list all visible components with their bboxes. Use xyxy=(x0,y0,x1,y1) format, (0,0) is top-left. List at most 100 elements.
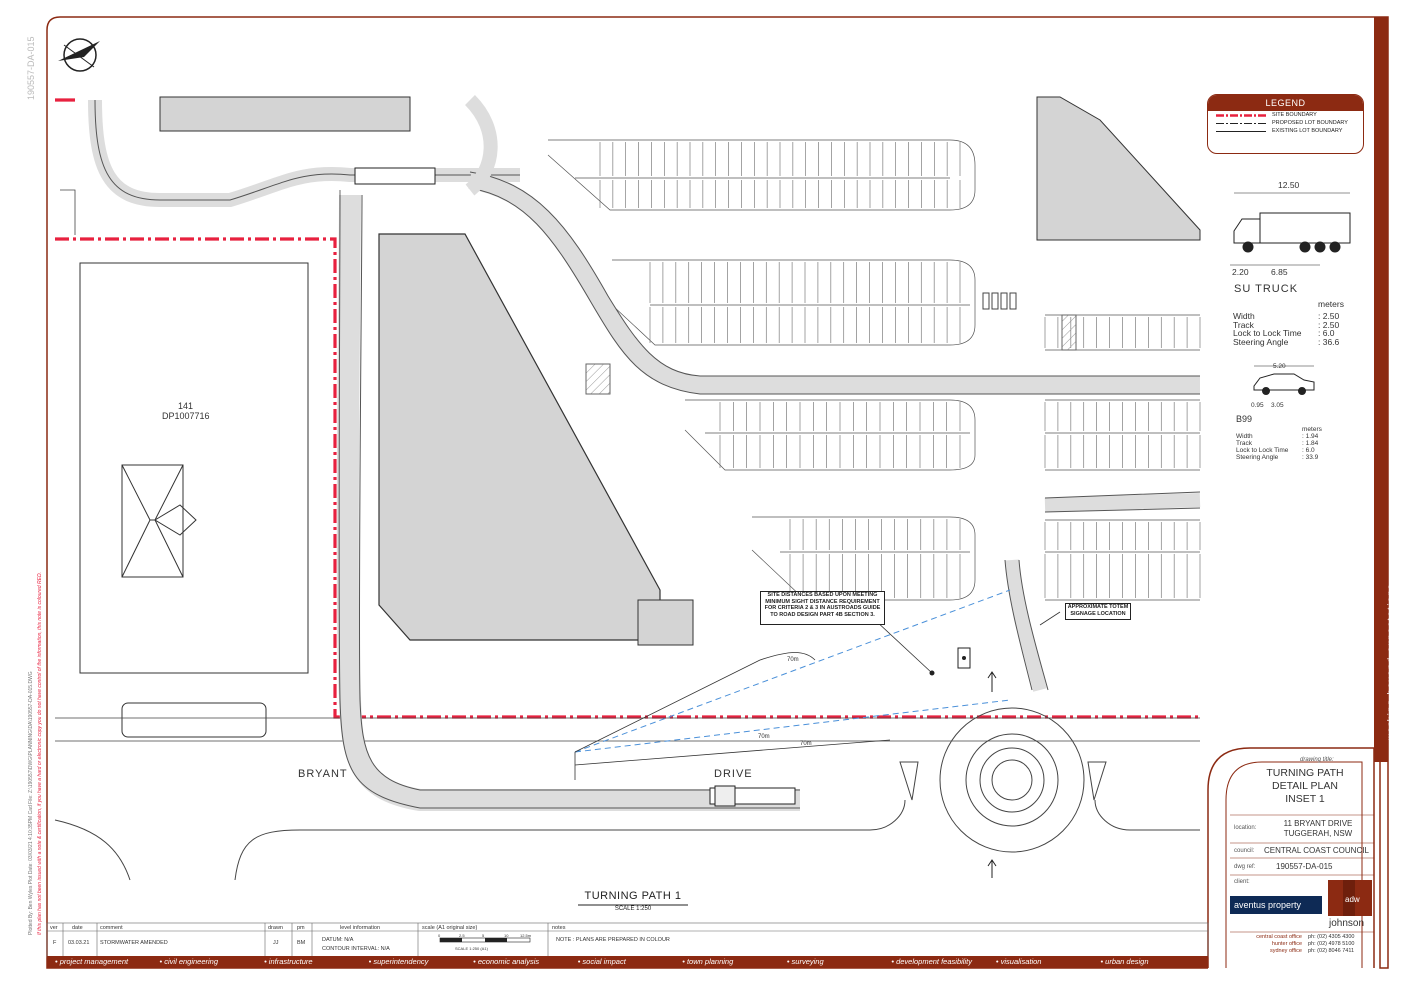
rev-note: NOTE : PLANS ARE PREPARED IN COLOUR xyxy=(556,937,670,943)
spec-value: : 1.84 xyxy=(1302,440,1319,447)
road-arrow xyxy=(987,671,997,692)
sight-distance-lines xyxy=(574,589,1061,780)
rev-drawn: JJ xyxy=(273,940,279,946)
site-boundary-line xyxy=(55,237,1200,719)
drawing-caption: TURNING PATH 1 xyxy=(584,890,682,902)
title-line: TURNING PATH xyxy=(1266,767,1344,779)
office-phone: ph: (02) 8046 7411 xyxy=(1308,948,1355,954)
scale-bar xyxy=(439,937,531,943)
legend-title: LEGEND xyxy=(1208,95,1363,111)
rev-header-level: level information xyxy=(340,925,381,931)
office-name: central coast office xyxy=(1256,934,1302,940)
su-truck-name: SU TRUCK xyxy=(1234,283,1299,295)
scale-label-4: 12.5m xyxy=(520,933,532,938)
scale-label-1: 2.5 xyxy=(459,933,465,938)
service-item: • urban design xyxy=(1100,957,1149,966)
company-name: johnson xyxy=(1329,918,1365,929)
client-logo: aventus property xyxy=(1230,896,1322,914)
title-line: INSET 1 xyxy=(1285,793,1325,805)
lot-number: 141 xyxy=(178,401,194,411)
building-right xyxy=(1036,96,1201,241)
tagline: working beyond expectations xyxy=(1386,582,1395,740)
spec-value: : 6.0 xyxy=(1318,328,1335,338)
spec-label: Width xyxy=(1236,433,1253,440)
office-name: sydney office xyxy=(1269,948,1302,954)
north-arrow xyxy=(58,38,100,72)
plot-info: Plotted By: Ben Wyles Plot Date: 03/03/2… xyxy=(28,671,34,935)
spec-value: : 1.94 xyxy=(1302,433,1319,440)
totem-note: APPROXIMATE TOTEM SIGNAGE LOCATION xyxy=(1065,603,1131,620)
spec-row: Track : 1.84 xyxy=(1236,440,1336,447)
spec-label: Width xyxy=(1233,311,1255,321)
spec-value: : 36.6 xyxy=(1318,336,1340,347)
b99-wheelbase: 3.05 xyxy=(1271,402,1284,409)
office-phone: ph: (02) 4305 4300 xyxy=(1308,934,1355,940)
building-main xyxy=(378,233,661,641)
rev-comment: STORMWATER AMENDED xyxy=(100,940,168,946)
rev-header-scale: scale (A1 original size) xyxy=(422,925,478,931)
building-top xyxy=(159,96,411,132)
drawing-title-label: drawing title: xyxy=(1300,757,1334,763)
b99-car-diagram xyxy=(1253,365,1315,395)
office-row: central coast office ph: (02) 4305 4300 xyxy=(1240,934,1360,941)
pedestrian-crossing xyxy=(982,292,1017,310)
spec-row: Lock to Lock Time: 6.0 xyxy=(1233,329,1353,338)
service-item: • superintendency xyxy=(368,957,429,966)
location-label: location: xyxy=(1234,825,1257,831)
rev-header-notes: notes xyxy=(552,925,566,931)
lot-dp: DP1007716 xyxy=(162,411,210,421)
legend-label: SITE BOUNDARY xyxy=(1272,112,1317,118)
location-value: 11 BRYANT DRIVE TUGGERAH, NSW xyxy=(1278,819,1358,839)
dimension-label: 70m xyxy=(787,657,799,663)
services-strip xyxy=(47,956,1208,968)
rev-header-date: date xyxy=(72,925,83,931)
scale-label-0: 0 xyxy=(438,933,441,938)
warning-note: If this plan has not been issued with a … xyxy=(37,572,43,935)
drawing-scale: SCALE 1:250 xyxy=(614,906,652,912)
location-line: TUGGERAH, NSW xyxy=(1283,829,1353,838)
su-truck-units: meters xyxy=(1318,299,1344,309)
drawing-title: TURNING PATH DETAIL PLAN INSET 1 xyxy=(1245,767,1365,806)
building-small xyxy=(637,599,694,646)
legend-label: PROPOSED LOT BOUNDARY xyxy=(1272,120,1348,126)
spec-row: Width: 2.50 xyxy=(1233,312,1353,321)
spec-row: Width : 1.94 xyxy=(1236,433,1336,440)
spec-label: Lock to Lock Time xyxy=(1236,447,1289,454)
council-label: council: xyxy=(1234,848,1255,854)
legend: LEGEND SITE BOUNDARY PROPOSED LOT BOUNDA… xyxy=(1207,94,1364,154)
right-brand-strip xyxy=(1374,17,1388,762)
client-label: client: xyxy=(1234,879,1250,885)
service-item: • project management xyxy=(55,957,129,966)
spec-row: Steering Angle : 33.9 xyxy=(1236,454,1336,461)
legend-item-proposed-lot: PROPOSED LOT BOUNDARY xyxy=(1208,119,1363,127)
truck-on-road xyxy=(709,785,796,807)
service-item: • town planning xyxy=(682,957,734,966)
b99-front: 0.95 xyxy=(1251,402,1264,409)
street-name-right: DRIVE xyxy=(714,768,753,780)
service-item: • visualisation xyxy=(995,957,1042,966)
road-edge xyxy=(55,717,1200,742)
legend-item-site-boundary: SITE BOUNDARY xyxy=(1208,111,1363,119)
b99-name: B99 xyxy=(1236,414,1253,424)
spec-value: : 33.9 xyxy=(1302,454,1319,461)
rev-contour: CONTOUR INTERVAL: N/A xyxy=(322,946,390,952)
spec-value: : 6.0 xyxy=(1302,447,1315,454)
service-item: • development feasibility xyxy=(891,957,972,966)
location-line: 11 BRYANT DRIVE xyxy=(1283,819,1353,828)
dimension-label: 70m xyxy=(800,741,812,747)
legend-item-existing-lot: EXISTING LOT BOUNDARY xyxy=(1208,127,1363,135)
council-value: CENTRAL COAST COUNCIL xyxy=(1264,846,1369,855)
legend-label: EXISTING LOT BOUNDARY xyxy=(1272,128,1343,134)
spec-label: Steering Angle xyxy=(1236,454,1279,461)
rev-pm: BM xyxy=(297,940,306,946)
dwg-ref-label: dwg ref: xyxy=(1234,864,1256,870)
service-item: • surveying xyxy=(786,957,824,966)
spec-label: Track xyxy=(1236,440,1253,447)
dwg-ref-value: 190557-DA-015 xyxy=(1276,862,1333,871)
rev-header-drawn: drawn xyxy=(268,925,283,931)
dimension-label: 70m xyxy=(758,734,770,740)
